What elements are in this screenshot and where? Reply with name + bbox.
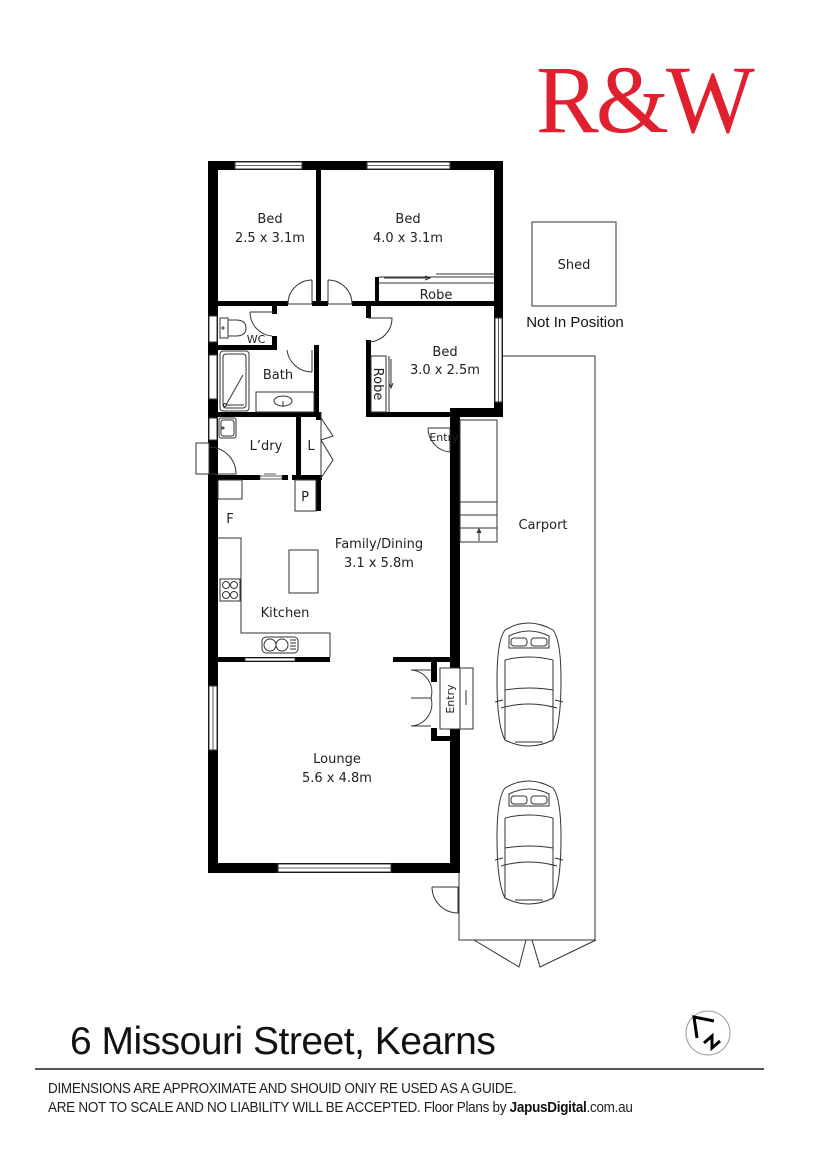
room-name-wc: WC [247,333,266,346]
room-dims-bed3: 3.0 x 2.5m [410,363,480,378]
room-name-carport: Carport [518,518,567,533]
brand-logo: R&W [536,46,755,153]
room-name-bed2: Bed [395,212,420,227]
shed-outline [531,221,617,307]
room-name-side-entry: Entry [429,431,459,444]
room-name-laundry: L’dry [250,439,283,454]
room-name-robe2: Robe [370,368,385,401]
credit-brand: JapusDigital [509,1100,587,1116]
credit-domain: .com.au [586,1100,633,1116]
room-name-fridge: F [226,512,233,527]
room-name-front-entry: Entry [444,684,457,714]
car-icon [494,622,564,905]
shed-note: Not In Position [526,314,624,331]
room-name-linen: L [307,439,315,454]
interior-walls [218,170,494,741]
room-name-pantry: P [301,490,309,505]
room-name-lounge: Lounge [313,752,361,767]
room-dims-lounge: 5.6 x 4.8m [302,771,372,786]
property-address: 6 Missouri Street, Kearns [70,1020,496,1063]
doors [195,279,597,968]
fixtures [217,273,494,657]
room-labels: Bed 2.5 x 3.1m Bed 4.0 x 3.1m Bed 3.0 x … [226,212,624,786]
room-name-shed: Shed [558,258,591,273]
floor-plan: Bed 2.5 x 3.1m Bed 4.0 x 3.1m Bed 3.0 x … [195,161,624,968]
room-dims-bed1: 2.5 x 3.1m [235,231,305,246]
room-name-bed3: Bed [432,345,457,360]
room-name-family: Family/Dining [335,537,423,552]
porch [439,419,498,730]
north-arrow-icon [685,1010,731,1056]
disclaimer: DIMENSIONS ARE APPROXIMATE AND SHOUID ON… [48,1080,633,1118]
room-name-kitchen: Kitchen [261,606,310,621]
carport-outline [458,355,596,941]
room-name-robe1: Robe [420,288,453,303]
disclaimer-line2-text: ARE NOT TO SCALE AND NO LIABILITY WILL B… [48,1100,510,1116]
footer-divider [35,1068,764,1070]
room-dims-family: 3.1 x 5.8m [344,556,414,571]
room-name-bath: Bath [263,368,293,383]
disclaimer-line1: DIMENSIONS ARE APPROXIMATE AND SHOUID ON… [48,1081,517,1097]
disclaimer-line2: ARE NOT TO SCALE AND NO LIABILITY WILL B… [48,1099,633,1118]
room-name-bed1: Bed [257,212,282,227]
room-dims-bed2: 4.0 x 3.1m [373,231,443,246]
